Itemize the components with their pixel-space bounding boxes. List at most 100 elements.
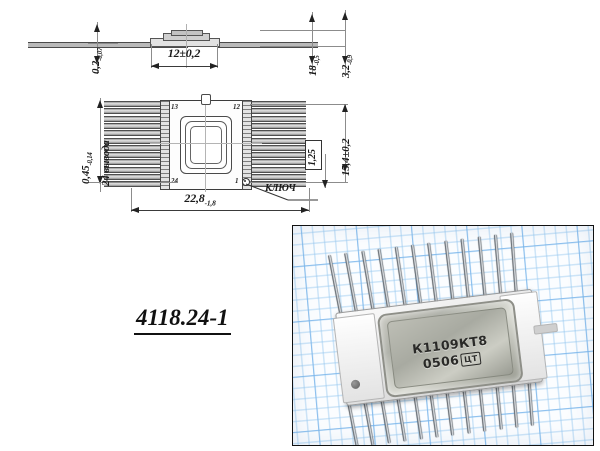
arrow-down-18 <box>309 56 315 64</box>
extension-line-left-228 <box>131 188 132 212</box>
centerline-horizontal <box>150 143 262 144</box>
photo-pin-top <box>327 254 343 317</box>
dimension-line-lead-width <box>100 98 101 192</box>
lead-right <box>248 137 306 144</box>
witness-line-thickness <box>88 43 118 44</box>
photo-pin-top <box>460 238 470 301</box>
lead-left <box>104 159 162 166</box>
lead-left <box>104 152 162 159</box>
dimension-line-32 <box>345 10 346 74</box>
lead-count-note: 24 вывода <box>100 140 112 186</box>
photo-pin-top <box>394 246 407 309</box>
dimension-line-154 <box>345 104 346 182</box>
lead-left <box>104 174 162 180</box>
lead-left <box>104 122 162 129</box>
lead-right <box>248 166 306 173</box>
dimension-line-lid-width <box>151 66 218 67</box>
lead-left <box>104 166 162 173</box>
dim-lead-width: 0,45-0,14 <box>80 152 95 184</box>
witness-line-lead-width <box>88 182 178 183</box>
lead-plane-right <box>218 42 318 48</box>
dim-package-length: 22,8-1,8 <box>184 191 216 208</box>
dim-body-width: 18-0,5 <box>307 55 322 76</box>
photo-pin-top <box>477 236 486 299</box>
lead-left <box>104 181 162 188</box>
plan-top-view: 13 12 24 1 КЛЮЧ 0,45-0,14 24 вывода 15,4… <box>0 92 360 213</box>
centerline-vertical <box>186 24 187 68</box>
photo-pin-top <box>377 248 391 311</box>
dim-lead-pitch-box <box>305 140 322 170</box>
photo-side-tab <box>533 322 559 335</box>
photo-pin-top <box>361 250 375 313</box>
alignment-tab <box>201 94 211 105</box>
lead-right <box>248 181 306 188</box>
key-leader-line <box>245 183 318 201</box>
lead-right <box>248 115 306 122</box>
photo-pin-top <box>510 232 518 295</box>
key-note-label: КЛЮЧ <box>265 183 296 194</box>
photo-pin-top <box>444 240 455 303</box>
photo-pin-top <box>493 234 502 297</box>
lead-left <box>104 144 162 151</box>
witness-line-bottom-154 <box>250 182 348 183</box>
arrow-up-thickness <box>94 24 100 32</box>
witness-line-top-154 <box>250 104 348 105</box>
manufacturer-logo: ЦТ <box>460 351 482 367</box>
arrow-left-lid-width <box>151 63 159 69</box>
pin-number-1: 1 <box>235 177 239 185</box>
centerline-vertical-plan <box>205 96 206 192</box>
dim-package-width: 15,4±0,2 <box>340 138 352 176</box>
lead-frame-rail-right <box>242 100 252 190</box>
dimension-line-thickness <box>97 22 98 74</box>
arrow-down-lead-width <box>97 176 103 184</box>
arrow-down-thickness <box>94 56 100 64</box>
arrow-down-154 <box>342 164 348 172</box>
extension-line-left <box>151 44 152 68</box>
lead-left <box>104 137 162 144</box>
pin-number-12: 12 <box>233 103 240 111</box>
dim-lid-width: 12±0,2 <box>167 46 201 60</box>
lead-right <box>248 144 306 151</box>
arrow-left-228 <box>131 207 139 213</box>
dimension-line-228 <box>131 210 309 211</box>
part-number-label: 4118.24-1 <box>134 305 231 335</box>
extension-line-right <box>217 44 218 68</box>
arrow-down-32 <box>342 56 348 64</box>
arrow-up-154 <box>342 104 348 112</box>
pitch-leader-line <box>325 154 326 188</box>
witness-line-top-18 <box>260 30 346 31</box>
photo-pin-top <box>344 252 359 315</box>
extension-line-right-228 <box>309 188 310 212</box>
dim-total-height: 3,2-0,9 <box>340 54 355 78</box>
arrow-up-18 <box>309 14 315 22</box>
pin-number-13: 13 <box>171 103 178 111</box>
arrow-right-228 <box>301 207 309 213</box>
die-outline <box>190 126 222 164</box>
arrow-right-lid-width <box>210 63 218 69</box>
lead-frame-rail-left <box>160 100 170 190</box>
photo-pin-top <box>427 242 439 305</box>
arrow-up-32 <box>342 12 348 20</box>
lead-left <box>104 115 162 122</box>
photo-pin-top <box>410 244 423 307</box>
lead-right <box>248 152 306 159</box>
lead-plane-left <box>28 42 188 48</box>
lead-left <box>104 101 162 107</box>
witness-line-bottom-18 <box>260 46 346 47</box>
arrow-down-pitch <box>322 180 328 188</box>
lead-right <box>248 159 306 166</box>
lead-right <box>248 130 306 137</box>
side-elevation-view: 12±0,2 0,2-0,07 18-0,5 3,2-0,9 <box>0 0 360 95</box>
dim-thickness: 0,2-0,07 <box>90 47 105 74</box>
lead-left <box>104 108 162 115</box>
pin-number-24: 24 <box>171 177 178 185</box>
lead-left <box>104 130 162 137</box>
lead-right <box>248 122 306 129</box>
dim-lead-pitch: 1,25 <box>307 149 318 166</box>
key-marker-dot <box>242 178 250 186</box>
